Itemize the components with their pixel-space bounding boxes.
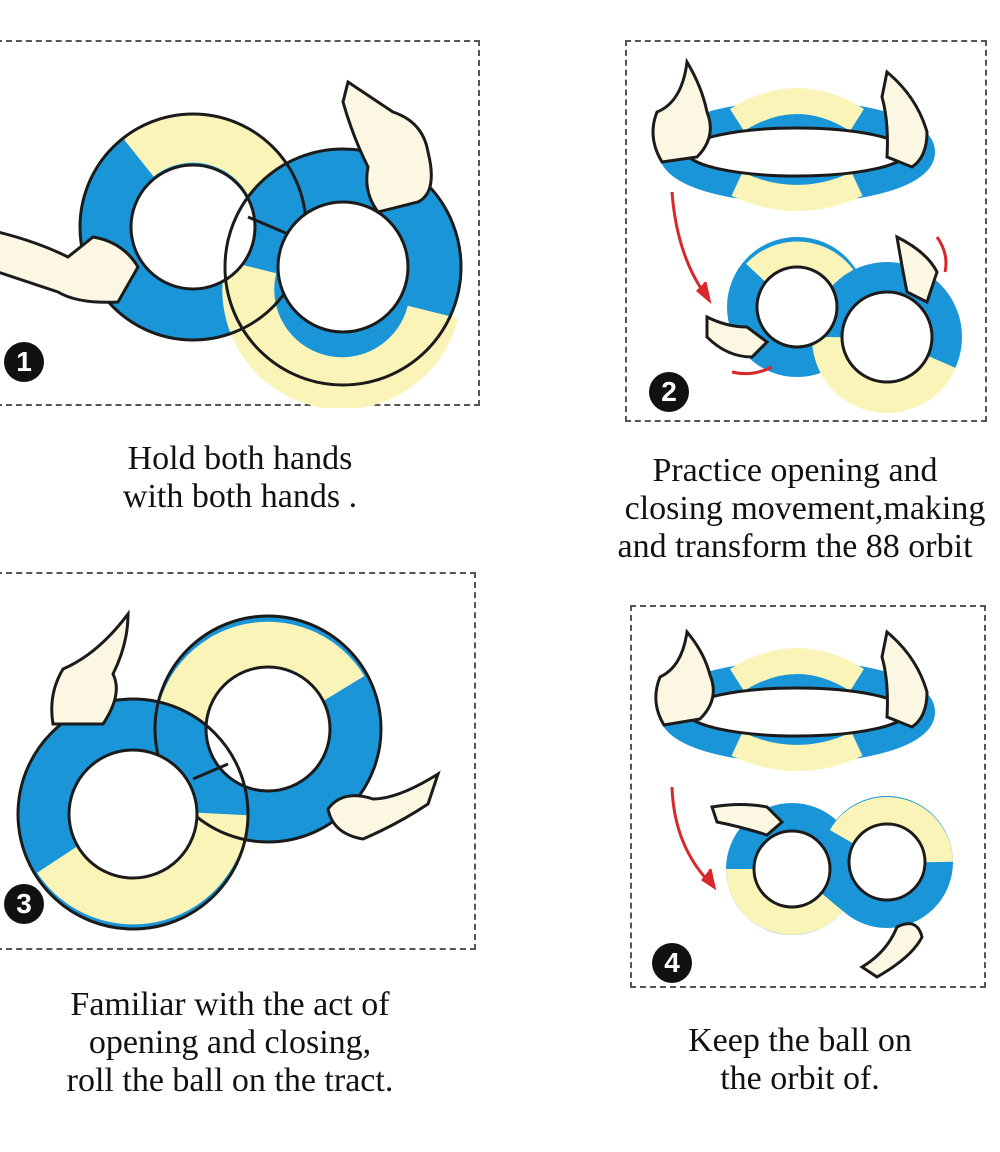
step-2-badge: 2 (649, 372, 689, 412)
infinity-track-icon (726, 796, 953, 935)
step-2-panel: 2 (625, 40, 987, 422)
step-2-line-1: Practice opening and (652, 452, 938, 489)
step-1-illustration (0, 79, 463, 408)
right-hand-icon (880, 69, 939, 305)
step-1-line-1: Hold both hands (127, 440, 353, 477)
step-3-line-3: roll the ball on the tract. (66, 1062, 394, 1099)
step-4-badge: 4 (652, 943, 692, 983)
infinity-track-icon (78, 112, 463, 408)
step-3-caption: Familiar with the act of opening and clo… (10, 986, 450, 1100)
step-2-line-3: and transform the 88 orbit (617, 528, 973, 565)
curved-arrow-icon (670, 191, 948, 376)
step-1-badge: 1 (4, 342, 44, 382)
step-3-panel: 3 (0, 572, 476, 950)
step-4-line-2: the orbit of. (720, 1060, 880, 1097)
step-1-panel: 1 (0, 40, 480, 408)
step-4-illustration (654, 628, 953, 979)
step-3-line-1: Familiar with the act of (70, 986, 390, 1023)
left-hand-icon (651, 57, 770, 359)
left-hand-icon (0, 230, 140, 304)
step-2-caption: Practice opening and closing movement,ma… (555, 452, 1000, 566)
step-1-line-2: with both hands . (122, 478, 358, 515)
left-hand-icon (654, 628, 785, 837)
step-1-caption: Hold both hands with both hands . (40, 440, 440, 516)
step-4-line-1: Keep the ball on (688, 1022, 912, 1059)
step-4-caption: Keep the ball on the orbit of. (600, 1022, 1000, 1098)
step-2-illustration (651, 57, 962, 414)
right-hand-icon (326, 770, 441, 841)
infinity-track-icon (16, 614, 383, 931)
step-3-illustration (16, 609, 441, 931)
step-3-badge: 3 (4, 884, 44, 924)
step-2-line-2: closing movement,making (624, 490, 986, 527)
right-hand-icon (859, 629, 929, 979)
left-hand-icon (50, 609, 130, 726)
step-3-line-2: opening and closing, (88, 1024, 372, 1061)
curved-arrow-icon (670, 786, 717, 891)
step-4-panel: 4 (630, 605, 986, 988)
right-hand-icon (341, 79, 433, 214)
infinity-track-icon (727, 237, 962, 414)
